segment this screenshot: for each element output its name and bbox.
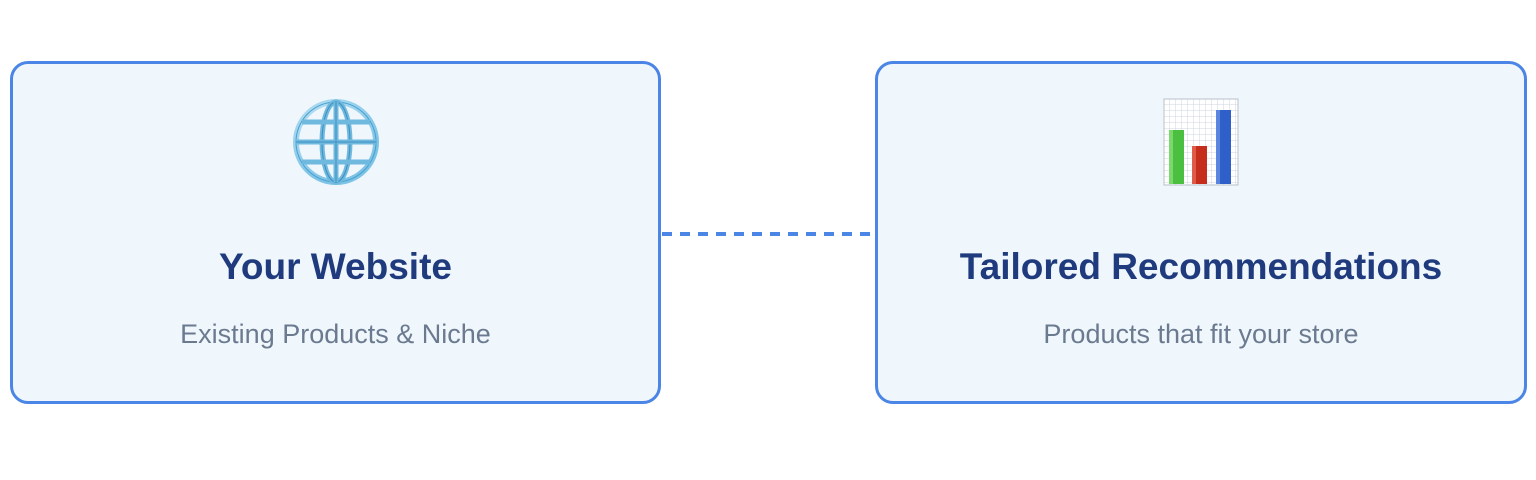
bar-chart-icon bbox=[878, 97, 1524, 187]
recommendations-card-title: Tailored Recommendations bbox=[959, 246, 1443, 287]
recommendations-card: Tailored Recommendations Products that f… bbox=[875, 61, 1527, 404]
recommendations-card-subtitle: Products that fit your store bbox=[1043, 319, 1359, 349]
website-card: Your Website Existing Products & Niche bbox=[10, 61, 661, 404]
dashed-connector bbox=[662, 232, 874, 236]
globe-icon bbox=[13, 97, 658, 187]
website-card-subtitle: Existing Products & Niche bbox=[180, 319, 491, 349]
website-card-title: Your Website bbox=[218, 246, 452, 287]
